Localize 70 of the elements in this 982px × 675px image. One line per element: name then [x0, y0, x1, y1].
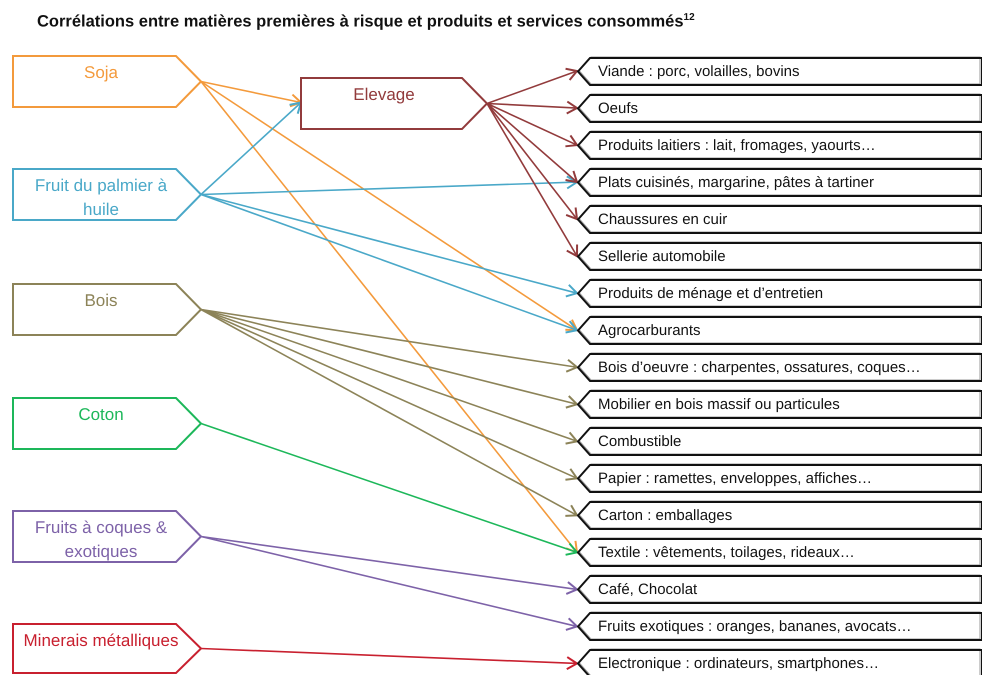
category-label: Bois — [83, 290, 119, 312]
product-box — [576, 426, 980, 456]
product-label: Combustible — [598, 432, 682, 451]
category-label: Minerais métalliques — [22, 630, 180, 652]
material-box — [12, 168, 202, 221]
product-box — [576, 390, 980, 419]
product-label: Electronique : ordinateurs, smartphones… — [598, 654, 879, 673]
arrow — [486, 100, 578, 115]
product-label: Café, Chocolat — [598, 580, 698, 599]
product-box — [576, 130, 980, 160]
material-box — [12, 510, 202, 563]
arrow — [486, 68, 578, 104]
arrow — [200, 536, 578, 595]
product-label: Papier : ramettes, enveloppes, affiches… — [598, 468, 872, 488]
arrow — [200, 194, 578, 334]
product-box — [576, 278, 980, 308]
product-box — [576, 464, 980, 493]
arrow — [486, 103, 578, 220]
arrow — [200, 194, 578, 298]
arrow — [200, 422, 578, 556]
arrow — [200, 102, 302, 196]
arrow — [200, 308, 578, 517]
arrow — [200, 308, 578, 481]
product-label: Textile : vêtements, toilages, rideaux… — [598, 542, 855, 562]
category-label: Elevage — [352, 84, 416, 106]
product-label: Sellerie automobile — [598, 246, 726, 266]
arrow — [200, 175, 578, 196]
product-box — [576, 242, 980, 271]
arrow — [200, 80, 302, 108]
product-box — [576, 574, 980, 604]
category-label: Fruit du palmier à huile — [34, 175, 168, 221]
product-label: Agrocarburants — [598, 320, 701, 340]
arrow — [200, 536, 578, 631]
product-box — [576, 352, 980, 382]
material-box — [12, 283, 202, 336]
product-label: Oeufs — [598, 98, 638, 118]
product-box — [576, 204, 980, 234]
product-box — [576, 316, 980, 345]
material-box — [12, 623, 202, 674]
arrow — [486, 102, 578, 148]
category-label: Coton — [77, 404, 125, 426]
product-label: Produits laitiers : lait, fromages, yaourts… — [598, 136, 876, 155]
arrow — [200, 648, 578, 670]
product-label: Produits de ménage et d’entretien — [598, 284, 824, 303]
arrow — [200, 80, 578, 332]
material-box — [12, 397, 202, 450]
product-box — [576, 538, 980, 567]
product-box — [576, 612, 980, 641]
category-label: Fruits à coques & exotiques — [34, 517, 168, 563]
category-label: Soja — [82, 62, 120, 84]
arrow — [200, 308, 578, 373]
product-box — [576, 648, 980, 675]
product-box — [576, 94, 980, 123]
product-label: Viande : porc, volailles, bovins — [598, 62, 800, 80]
product-label: Plats cuisinés, margarine, pâtes à tartiner — [598, 172, 874, 192]
product-label: Chaussures en cuir — [598, 210, 728, 229]
arrow — [486, 102, 578, 184]
product-box — [576, 168, 980, 197]
product-label: Bois d’oeuvre : charpentes, ossatures, coques… — [598, 358, 921, 377]
diagram-title: Corrélations entre matières premières à risque et produits et services consommés$^{12}$ — [37, 12, 695, 32]
material-box — [12, 55, 202, 108]
product-label: Carton : emballages — [598, 506, 732, 525]
arrow — [200, 308, 578, 409]
arrow — [200, 81, 578, 554]
product-box — [576, 500, 980, 530]
product-box — [576, 56, 980, 86]
product-label: Mobilier en bois massif ou particules — [598, 394, 840, 414]
process-box — [300, 77, 488, 130]
product-label: Fruits exotiques : oranges, bananes, avocats… — [598, 616, 912, 636]
arrow — [486, 103, 578, 258]
